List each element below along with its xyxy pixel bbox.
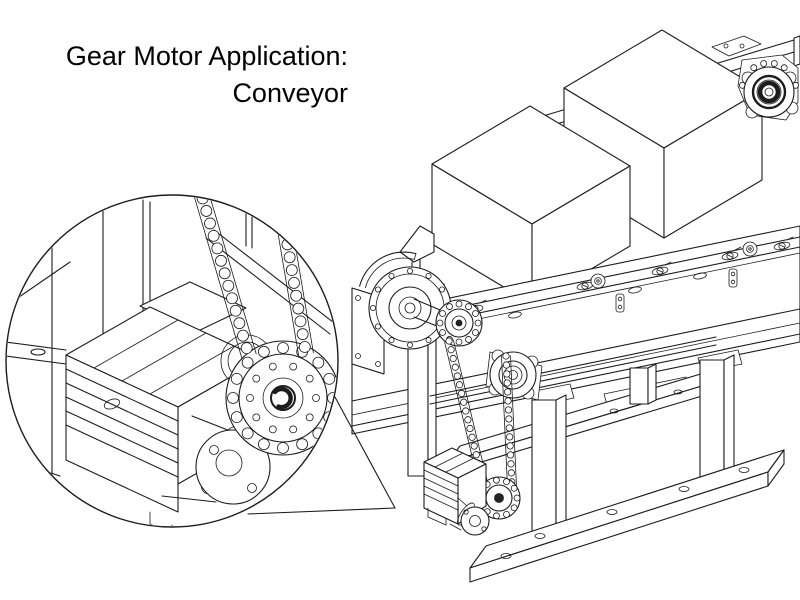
head-sprocket	[435, 299, 483, 347]
gear-motor	[423, 447, 521, 536]
sprocket-detail	[225, 340, 337, 456]
drive-chain	[444, 337, 517, 489]
conveyor-box-front	[431, 105, 631, 305]
stringer	[429, 336, 717, 397]
tail-bearing	[711, 35, 799, 121]
stand-front-base-plate	[469, 449, 785, 583]
stand-rear-leg-right	[629, 363, 657, 405]
shaft-bearing-flange	[485, 349, 543, 401]
motor-detail	[161, 415, 271, 505]
callout-pointer	[247, 396, 396, 515]
stand-front-leg-right	[699, 354, 735, 495]
title-line-1: Gear Motor Application:	[65, 41, 348, 71]
motor-body	[449, 497, 490, 536]
title-line-2: Conveyor	[232, 78, 348, 108]
conveyor-box-rear	[563, 29, 763, 239]
chain-guard-arc	[359, 251, 417, 287]
head-drive-assembly	[351, 251, 453, 375]
callout	[5, 194, 339, 528]
figure-title: Gear Motor Application: Conveyor	[40, 38, 348, 112]
chain-strand-left	[444, 337, 489, 489]
callout-detail	[7, 196, 337, 526]
chain-strand-left-detail	[191, 196, 257, 359]
